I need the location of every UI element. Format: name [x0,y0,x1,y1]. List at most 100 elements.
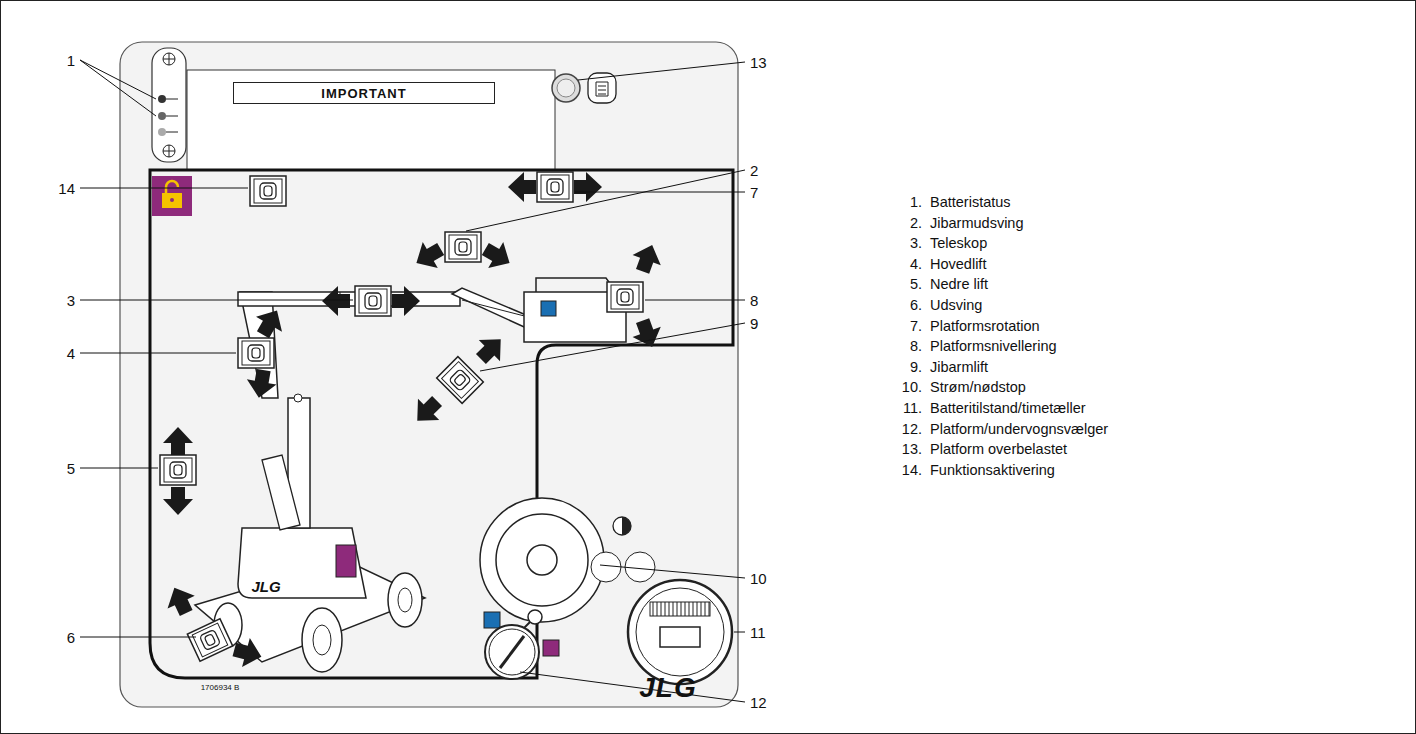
important-frame [187,70,555,170]
machine-drawing [536,278,616,292]
legend-number: 5. [910,277,922,292]
callout-number: 12 [750,695,767,710]
callout-number: 5 [67,461,75,476]
legend-number: 13. [902,442,922,457]
brand-logo: JLG [639,674,696,702]
leader-lines [80,637,196,638]
toggle-switches [508,172,536,202]
toggle-switches [230,635,265,671]
callout-number: 2 [750,163,758,178]
toggle-switches [628,240,666,277]
legend-text: Platformsrotation [930,318,1040,333]
machine-drawing [262,455,300,530]
callout-number: 4 [67,346,75,361]
unlock-icon [152,176,192,216]
toggle-switches [574,172,602,202]
key-selector [485,625,539,679]
callout-number: 14 [58,181,75,196]
important-frame [187,70,555,170]
toggle-switches [355,286,391,316]
machine-drawing [336,545,356,577]
emergency-stop [527,545,557,575]
battery-status-strip [158,112,166,120]
legend-text: Funktionsaktivering [930,463,1055,478]
battery-status-strip [166,116,178,117]
legend-text: Platformsnivellering [930,339,1057,354]
toggle-switches [250,303,290,342]
legend-text: Platform/undervognsvælger [930,421,1108,436]
legend-number: 7. [910,318,922,333]
legend-number: 1. [910,195,922,210]
callout-number: 8 [750,293,758,308]
hour-meter [636,588,724,676]
machine-drawing [195,278,626,672]
toggle-switches [478,236,517,276]
legend-text: Hovedlift [930,257,986,272]
legend-number: 9. [910,360,922,375]
emergency-stop [480,498,655,622]
machine-drawing [541,301,556,316]
toggle-switches [161,581,200,619]
leader-lines [575,192,745,193]
battery-status-strip [163,145,175,157]
machine-drawing [302,608,342,672]
key-selector [489,629,535,675]
legend-text: Jibarmlift [930,360,988,375]
key-selector [484,612,500,628]
callout-number: 1 [67,53,75,68]
machine-logo: JLG [251,579,280,594]
legend-text: Strøm/nødstop [930,380,1026,395]
toggle-switches [407,390,448,431]
leader-lines [80,60,745,702]
battery-status-strip [152,48,186,162]
battery-status-strip [158,95,166,103]
toggle-switches [437,357,484,404]
machine-drawing [388,573,422,627]
toggle-switches [437,357,484,404]
toggle-switches [537,172,573,202]
callout-number: 7 [750,185,758,200]
leader-lines [80,300,353,301]
legend-text: Teleskop [930,236,987,251]
legend-number: 12. [902,421,922,436]
toggle-switches [160,172,666,671]
toggle-switches [628,315,666,352]
emergency-stop [613,517,631,535]
unlock-icon [152,176,192,216]
callout-number: 13 [750,55,767,70]
battery-status-strip [166,99,178,100]
key-selector [500,636,524,668]
unlock-icon [166,181,178,193]
legend-text: Udsving [930,298,982,313]
machine-drawing [313,625,331,655]
unlock-icon [162,193,182,208]
battery-status-strip [158,128,166,136]
legend-number: 10. [902,380,922,395]
toggle-switches [160,455,196,485]
key-selector [543,640,559,656]
key-selector [528,610,542,624]
part-number: 1706934 B [201,684,240,692]
panel-plate [120,42,738,707]
unlock-icon [170,198,174,202]
toggle-switches [470,329,511,370]
toggle-switches [187,619,232,661]
battery-status-strip [163,145,175,157]
overload-light [596,82,608,96]
legend-text: Batteristatus [930,195,1011,210]
battery-status-strip [163,53,175,65]
emergency-stop [622,517,631,535]
legend-number: 8. [910,339,922,354]
legend-text: Batteritilstand/timetæller [930,401,1086,416]
hour-meter [628,580,732,684]
legend-number: 3. [910,236,922,251]
notice-box: IMPORTANT [233,82,495,104]
hour-meter [650,602,710,616]
leader-lines [80,353,236,354]
callout-number: 10 [750,571,767,586]
battery-status-strip [152,48,186,162]
emergency-stop [591,552,621,582]
machine-drawing [238,528,366,598]
